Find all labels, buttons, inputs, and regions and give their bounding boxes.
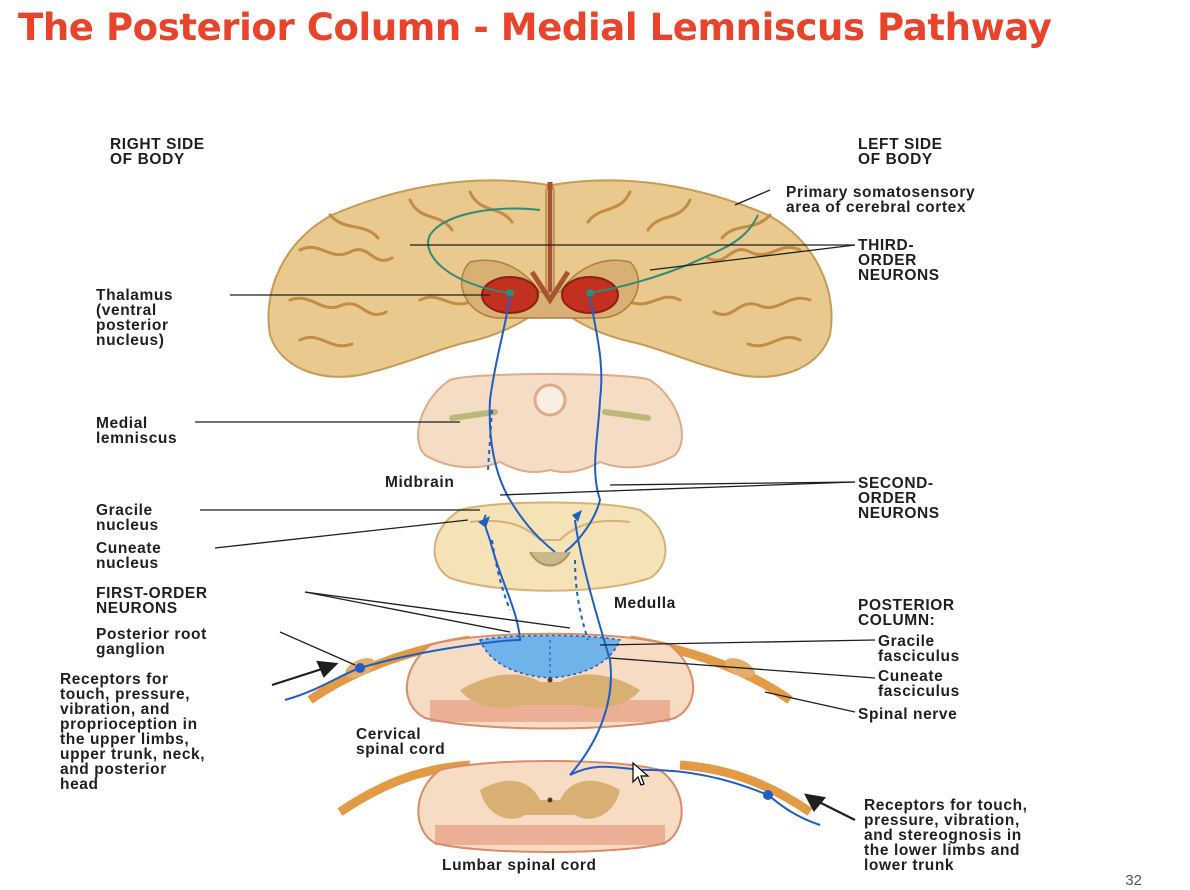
slide-title: The Posterior Column - Medial Lemniscus … bbox=[18, 6, 1052, 49]
label-second-order: SECOND- ORDER NEURONS bbox=[858, 475, 940, 522]
label-lumbar-cord: Lumbar spinal cord bbox=[442, 857, 597, 874]
cervical-cord-section bbox=[307, 632, 793, 730]
label-right-side: RIGHT SIDE OF BODY bbox=[110, 136, 205, 168]
leader-lines bbox=[195, 189, 876, 713]
slide-number: 32 bbox=[1125, 872, 1142, 889]
label-posterior-column: POSTERIOR COLUMN: bbox=[858, 597, 955, 629]
label-receptors-upper: Receptors for touch, pressure, vibration… bbox=[60, 671, 206, 793]
label-cuneate-fasciculus: Cuneate fasciculus bbox=[878, 668, 960, 700]
label-midbrain: Midbrain bbox=[385, 474, 455, 491]
label-gracile-nucleus: Gracile nucleus bbox=[96, 502, 159, 534]
arrows bbox=[271, 660, 856, 821]
label-third-order: THIRD- ORDER NEURONS bbox=[858, 237, 940, 284]
label-posterior-root-ganglion: Posterior root ganglion bbox=[96, 626, 207, 658]
mouse-cursor-icon bbox=[632, 762, 650, 786]
third-order-neurons bbox=[427, 207, 759, 294]
second-order-neurons bbox=[487, 295, 603, 553]
label-gracile-fasciculus: Gracile fasciculus bbox=[878, 633, 960, 665]
label-primary-somatosensory: Primary somatosensory area of cerebral c… bbox=[786, 184, 976, 216]
label-spinal-nerve: Spinal nerve bbox=[858, 706, 958, 723]
midbrain-section bbox=[417, 373, 683, 473]
label-first-order: FIRST-ORDER NEURONS bbox=[96, 585, 208, 617]
lumbar-cord-section bbox=[337, 760, 813, 853]
label-receptors-lower: Receptors for touch, pressure, vibration… bbox=[864, 797, 1028, 874]
label-cervical-cord: Cervical spinal cord bbox=[356, 726, 446, 758]
label-medulla: Medulla bbox=[614, 595, 676, 612]
label-cuneate-nucleus: Cuneate nucleus bbox=[96, 540, 162, 572]
label-left-side: LEFT SIDE OF BODY bbox=[858, 136, 943, 168]
label-medial-lemniscus: Medial lemniscus bbox=[96, 415, 178, 447]
cerebrum-section bbox=[267, 179, 833, 378]
label-thalamus: Thalamus (ventral posterior nucleus) bbox=[96, 287, 174, 349]
